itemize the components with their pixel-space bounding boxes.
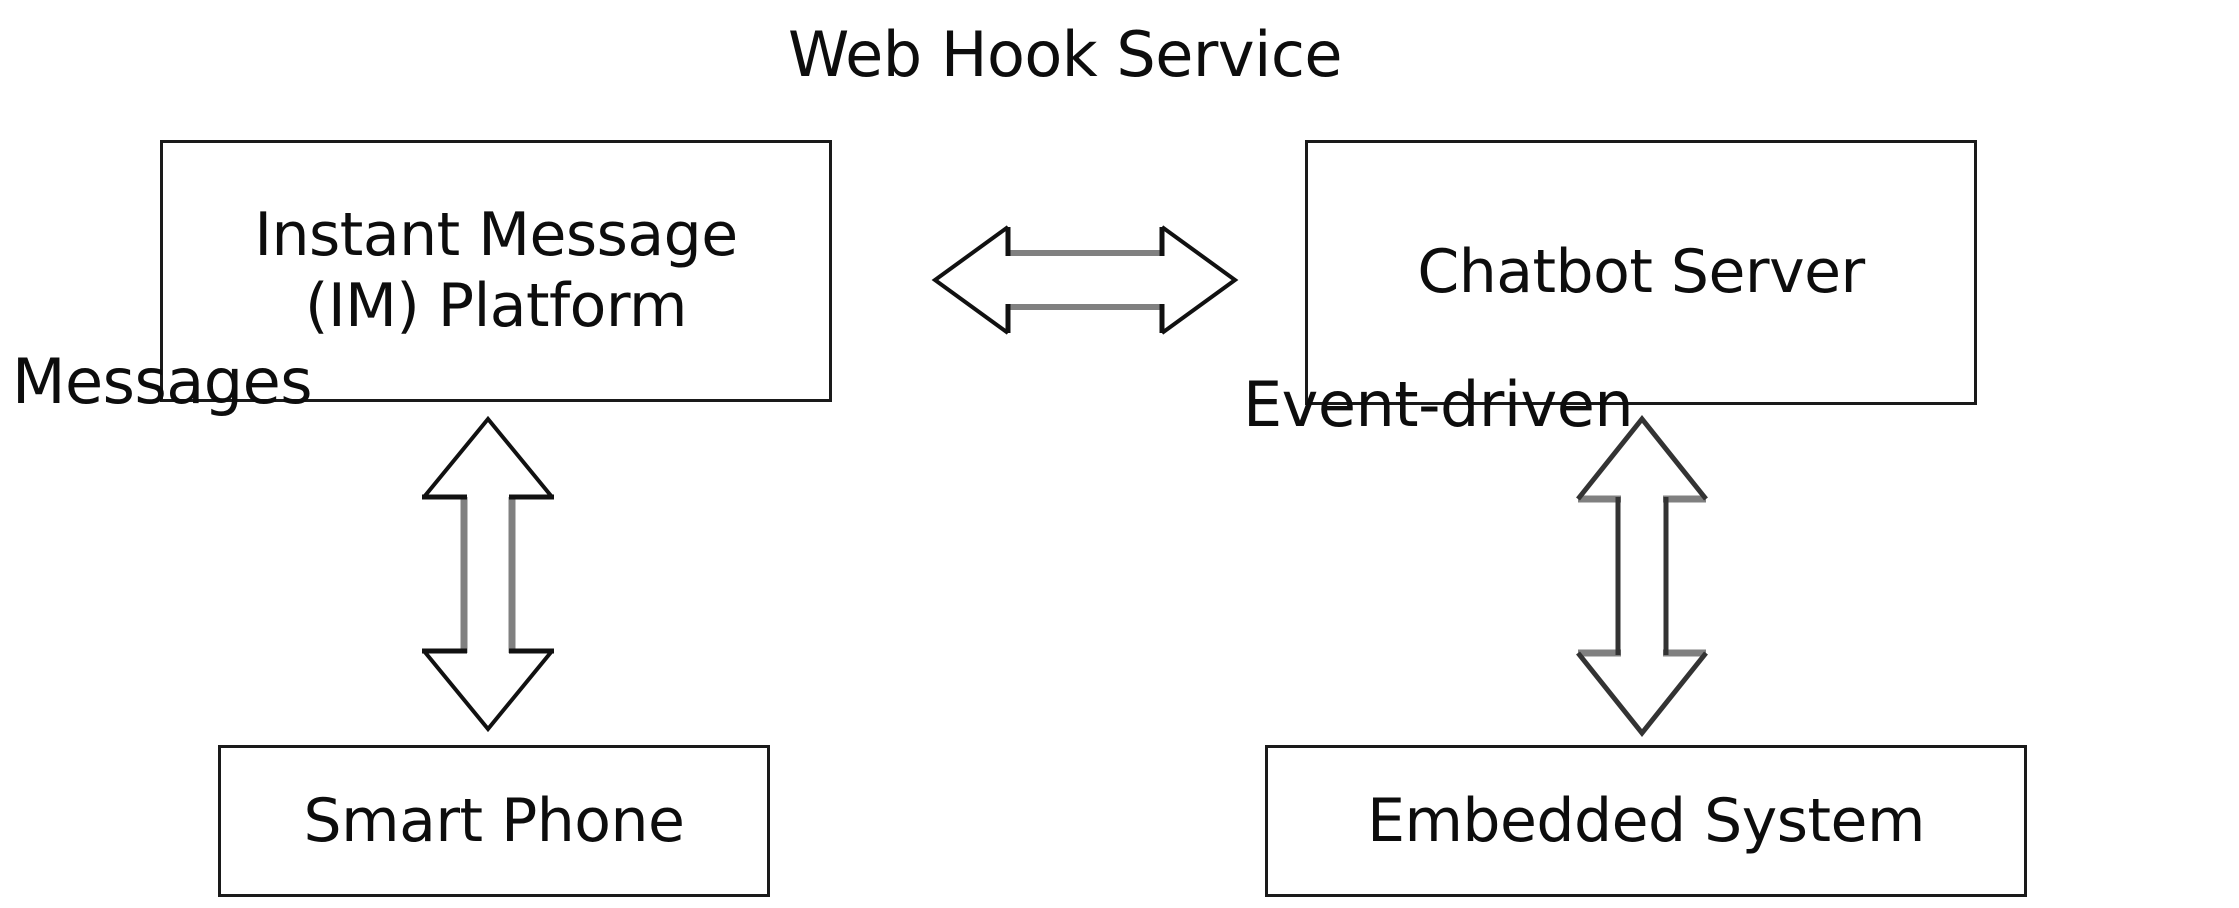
event-driven-edge-label: Event-driven <box>1243 368 1634 441</box>
double-arrow-vertical-right-icon <box>1576 414 1708 738</box>
node-instant-message-platform[interactable]: Instant Message (IM) Platform <box>160 140 832 402</box>
node-smart-phone[interactable]: Smart Phone <box>218 745 770 897</box>
webhook-service-label: Web Hook Service <box>787 18 1343 91</box>
node-label: Instant Message (IM) Platform <box>254 200 738 341</box>
node-embedded-system[interactable]: Embedded System <box>1265 745 2027 897</box>
double-arrow-horizontal-icon <box>931 225 1239 335</box>
messages-edge-label: Messages <box>12 345 313 418</box>
node-label: Smart Phone <box>303 785 685 856</box>
node-label: Embedded System <box>1367 785 1925 856</box>
node-label: Chatbot Server <box>1417 237 1865 308</box>
double-arrow-vertical-left-icon <box>422 415 554 733</box>
node-chatbot-server[interactable]: Chatbot Server <box>1305 140 1977 405</box>
